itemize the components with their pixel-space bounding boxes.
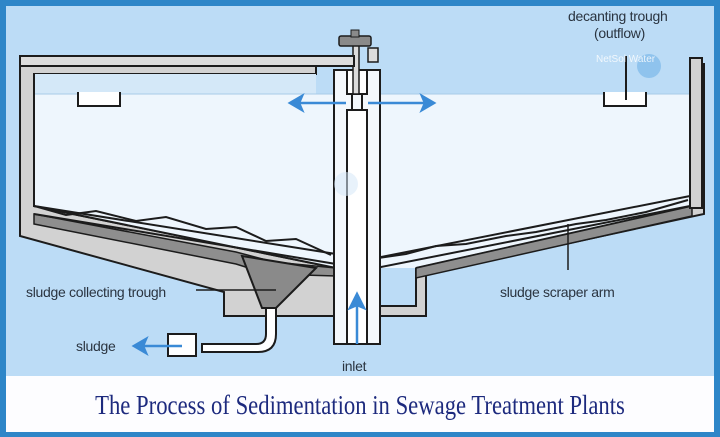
- arrow-up-icon: [347, 291, 367, 311]
- sedimentation-tank-diagram: decanting trough (outflow) sludge collec…: [6, 6, 714, 376]
- arrow-right-icon: [419, 93, 437, 113]
- decanting-trough-left: [77, 92, 121, 107]
- arrow-left-icon: [287, 93, 305, 113]
- sludge-layer-right: [415, 205, 693, 279]
- water-surface-band: [34, 74, 316, 94]
- caption-bar: The Process of Sedimentation in Sewage T…: [6, 376, 714, 432]
- scraper-arm-left: [33, 205, 337, 265]
- label-sludge-collecting-trough: sludge collecting trough: [26, 284, 166, 300]
- walkway-bridge: [19, 55, 355, 67]
- label-sludge-scraper-arm: sludge scraper arm: [500, 284, 615, 300]
- label-sludge: sludge: [76, 338, 116, 354]
- sludge-hopper: [240, 254, 319, 309]
- label-outflow: (outflow): [594, 25, 645, 41]
- scraper-arm-right: [375, 195, 691, 269]
- label-inlet: inlet: [342, 358, 367, 374]
- flow-arrows: [131, 93, 437, 356]
- label-decanting-trough: decanting trough: [568, 8, 668, 24]
- arrow-sludge-icon: [131, 336, 149, 356]
- watermark-logo: [334, 54, 661, 196]
- tank-drawing: [19, 29, 705, 357]
- watermark-text: NetSol Water: [596, 54, 656, 65]
- sludge-pipe: [201, 307, 277, 353]
- diagram-caption: The Process of Sedimentation in Sewage T…: [95, 390, 625, 420]
